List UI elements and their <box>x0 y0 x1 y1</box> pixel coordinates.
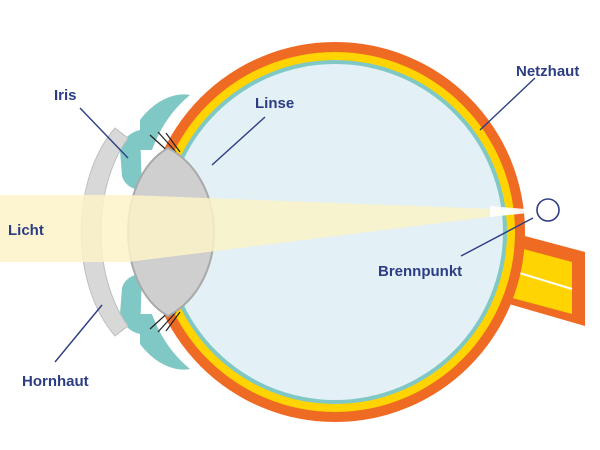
light-beam <box>0 195 520 262</box>
label-licht: Licht <box>8 222 44 239</box>
label-iris: Iris <box>54 87 77 104</box>
label-netzhaut: Netzhaut <box>516 63 579 80</box>
focal-point-marker <box>536 198 560 222</box>
leader-hornhaut <box>54 304 103 363</box>
leader-netzhaut <box>479 77 536 131</box>
anterior-chamber <box>104 115 150 349</box>
label-linse: Linse <box>255 95 294 112</box>
label-brennpunkt: Brennpunkt <box>378 263 462 280</box>
iris-bottom <box>120 274 142 334</box>
leader-linse <box>211 116 266 166</box>
light-beam-focus <box>490 206 548 217</box>
label-hornhaut: Hornhaut <box>22 373 89 390</box>
iris-top <box>120 130 142 190</box>
ciliary-body-bottom <box>140 314 190 370</box>
leader-brennpunkt <box>460 217 534 257</box>
cornea <box>80 127 129 337</box>
leader-iris <box>79 107 129 159</box>
ciliary-body-top <box>140 94 190 150</box>
zonular-fibers <box>149 131 181 333</box>
